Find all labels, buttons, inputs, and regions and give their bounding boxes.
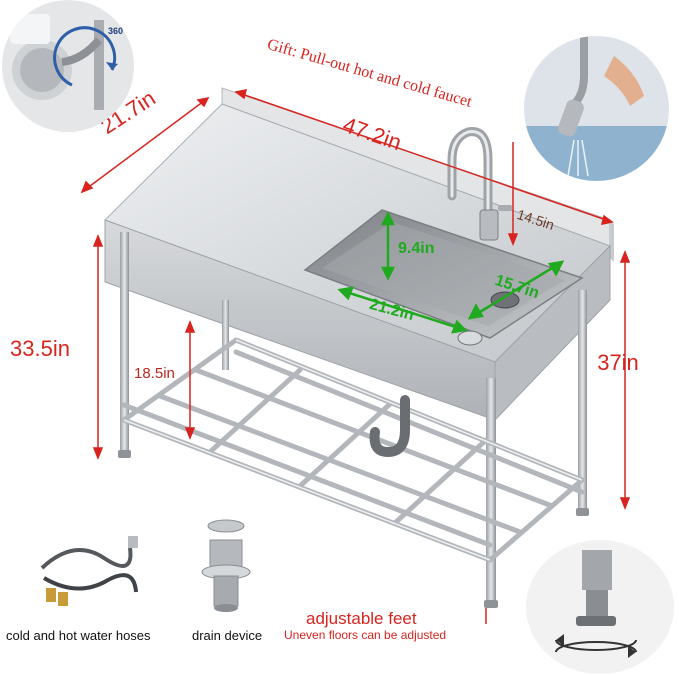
splash-height-label: 37in: [597, 350, 639, 375]
leg-front-left: [120, 232, 129, 454]
drain-hole: [490, 291, 520, 309]
hoses-caption: cold and hot water hoses: [6, 628, 151, 643]
water-hoses-image: [40, 536, 138, 606]
rotation-label: 360°: [108, 26, 127, 36]
total-height-label: 33.5in: [10, 336, 70, 361]
drain-caption: drain device: [192, 628, 263, 643]
bowl-depth-label: 9.4in: [398, 240, 435, 257]
drain-device-image: [201, 519, 251, 612]
drain-pipe: [369, 395, 410, 458]
feet-subtitle: Uneven floors can be adjusted: [284, 628, 447, 642]
leg-front-right: [486, 378, 496, 606]
leg-back-left: [222, 300, 229, 370]
foot-detail-circle: [526, 540, 674, 674]
faucet-rotation-image: [10, 14, 118, 110]
pullout-faucet-image: [524, 36, 669, 181]
feet-title: adjustable feet: [306, 609, 417, 628]
shelf-height-label: 18.5in: [134, 365, 175, 382]
rotation-detail-circle: 360°: [2, 0, 134, 132]
pullout-detail-circle: [524, 36, 669, 181]
leg-back-right: [578, 290, 587, 512]
adjustable-foot-image: [555, 550, 637, 658]
